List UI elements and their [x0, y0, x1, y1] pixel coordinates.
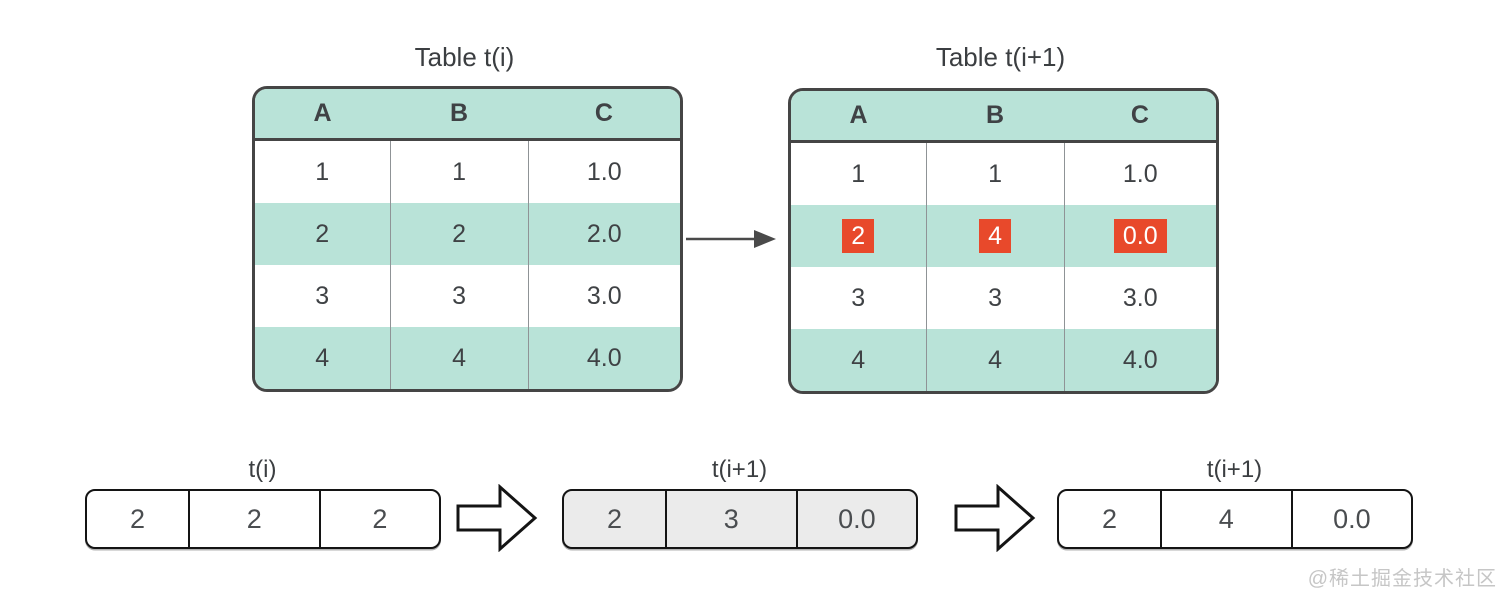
strip-cell: 3: [664, 491, 796, 547]
table-row: 3 3 3.0: [791, 267, 1216, 329]
table-row: 2 2 2.0: [255, 203, 680, 265]
table-cell: 1: [315, 157, 330, 186]
right-table-body: 1 1 1.0 2 4 0.0 3 3 3.0 4 4 4.0: [791, 143, 1216, 391]
table-cell: 2.0: [527, 203, 680, 265]
table-row: 1 1 1.0: [255, 141, 680, 203]
table-row: 4 4 4.0: [791, 329, 1216, 391]
left-table-body: 1 1 1.0 2 2 2.0 3 3 3.0 4 4 4.0: [255, 141, 680, 389]
table-cell: 3: [925, 267, 1064, 329]
tuple-strip: 2 2 2: [85, 489, 441, 549]
left-table: A B C 1 1 1.0 2 2 2.0 3 3 3.0 4 4: [252, 86, 683, 392]
strip-cell: 0.0: [1290, 491, 1411, 547]
strip-cell: 2: [606, 503, 622, 534]
table-row: 3 3 3.0: [255, 265, 680, 327]
table-row-highlighted: 2 4 0.0: [791, 205, 1216, 267]
strip-cell: 2: [1101, 503, 1117, 534]
strip-cell: 4: [1159, 491, 1291, 547]
tuple-strip: 2 4 0.0: [1057, 489, 1413, 549]
strip-cell: 2: [129, 503, 145, 534]
table-cell: 3: [851, 283, 866, 312]
strip-label: t(i): [248, 456, 277, 483]
table-cell: 3.0: [1063, 267, 1216, 329]
column-header: B: [449, 99, 469, 127]
column-header: A: [849, 101, 868, 129]
strip-label: t(i+1): [711, 456, 768, 483]
strip-cell: 2: [187, 491, 319, 547]
right-table-title: Table t(i+1): [935, 42, 1066, 72]
tuple-strip: 2 3 0.0: [562, 489, 918, 549]
block-right-arrow-icon: [954, 484, 1036, 552]
column-header: A: [313, 99, 332, 127]
column-header: C: [1130, 101, 1149, 129]
strip-label: t(i+1): [1206, 456, 1263, 483]
table-cell: 1: [925, 143, 1064, 205]
highlighted-value: 0.0: [1113, 219, 1167, 253]
table-cell: 0.0: [1063, 205, 1216, 267]
table-row: 4 4 4.0: [255, 327, 680, 389]
watermark-text: @稀土掘金技术社区: [1307, 568, 1497, 590]
right-table-header-row: A B C: [791, 91, 1216, 143]
table-row: 1 1 1.0: [791, 143, 1216, 205]
column-header: C: [594, 99, 613, 127]
table-cell: 4: [925, 205, 1064, 267]
table-cell: 4: [315, 343, 330, 372]
left-table-header-row: A B C: [255, 89, 680, 141]
table-cell: 2: [791, 205, 926, 267]
table-cell: 4: [925, 329, 1064, 391]
strip-cell: 2: [318, 491, 439, 547]
left-table-title: Table t(i): [414, 42, 515, 72]
table-cell: 3: [315, 281, 330, 310]
table-cell: 4: [389, 327, 528, 389]
table-cell: 2: [315, 219, 330, 248]
table-cell: 3: [389, 265, 528, 327]
table-cell: 1: [389, 141, 528, 203]
table-cell: 2: [389, 203, 528, 265]
table-cell: 4.0: [527, 327, 680, 389]
table-cell: 3.0: [527, 265, 680, 327]
column-header: B: [985, 101, 1005, 129]
table-cell: 1: [851, 159, 866, 188]
table-cell: 4.0: [1063, 329, 1216, 391]
highlighted-value: 2: [842, 219, 875, 253]
table-cell: 1.0: [1063, 143, 1216, 205]
highlighted-value: 4: [979, 219, 1011, 253]
right-arrow-icon: [686, 230, 776, 248]
strip-cell: 0.0: [795, 491, 916, 547]
table-cell: 1.0: [527, 141, 680, 203]
block-right-arrow-icon: [456, 484, 538, 552]
table-cell: 4: [851, 345, 866, 374]
right-table: A B C 1 1 1.0 2 4 0.0 3 3 3.0 4 4: [788, 88, 1219, 394]
